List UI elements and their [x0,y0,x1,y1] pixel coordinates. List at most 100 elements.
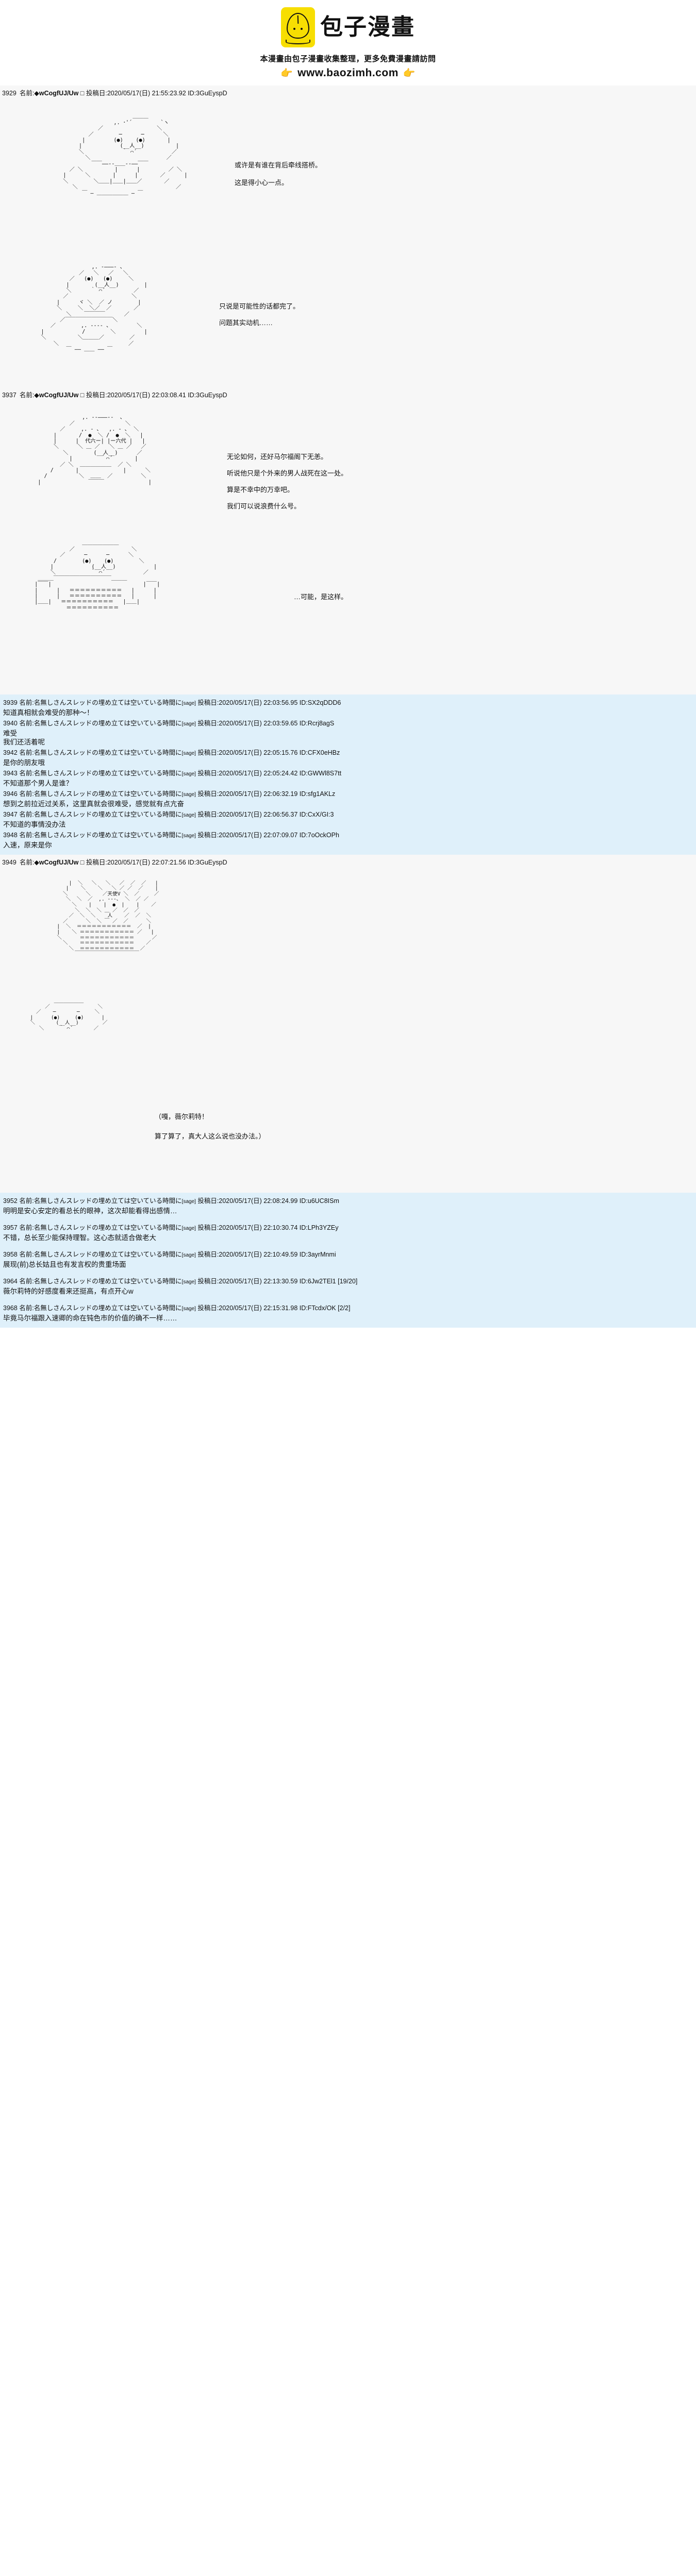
comment-name-label: 名前: [19,1197,34,1205]
comment-name-label: 名前: [19,749,34,756]
logo-text: 包子漫畫 [320,14,415,40]
comment-date: 2020/05/17(日) 22:06:56.37 [219,811,298,818]
comment-name-label: 名前: [19,790,34,798]
pointing-right-hand-icon-right: 👉 [403,68,416,79]
comment-body: 展现(前)总长姑且也有发言权的贵重场面 [3,1260,693,1269]
comment-line: 知道真相就会难受的那种～！ [3,709,94,717]
comment-date: 2020/05/17(日) 22:06:32.19 [219,790,298,798]
comment-name-label: 名前: [19,1304,34,1312]
sage-tag: [sage] [181,751,196,756]
comment-item: 3947 名前:名無しさんスレッドの埋め立ては空いている時間に[sage] 投稿… [0,809,696,830]
post-id: ID:3GuEyspD [188,90,227,97]
comment-item: 3942 名前:名無しさんスレッドの埋め立ては空いている時間に[sage] 投稿… [0,748,696,768]
post-date-label: 投稿日: [86,392,107,399]
aa-panel-2: ,. -―――- 、 ／ ＼ ／ ＼ ／ (●) (●) ＼ | (__人__)… [0,259,696,382]
comment-date-label: 投稿日: [197,790,219,798]
comment-id: ID:LPh3YZEy [299,1224,339,1231]
comment-header: 3947 名前:名無しさんスレッドの埋め立ては空いている時間に[sage] 投稿… [3,810,693,820]
comment-author: 名無しさんスレッドの埋め立ては空いている時間に [34,1197,182,1205]
comment-item: 3964 名前:名無しさんスレッドの埋め立ては空いている時間に[sage] 投稿… [0,1276,696,1297]
comment-author: 名無しさんスレッドの埋め立ては空いている時間に [34,832,182,839]
comment-line: 是你的朋友哦 [3,759,45,767]
comment-author: 名無しさんスレッドの埋め立ては空いている時間に [34,1224,182,1231]
comment-name-label: 名前: [19,1278,34,1285]
comment-author: 名無しさんスレッドの埋め立ては空いている時間に [34,790,182,798]
comment-item: 3957 名前:名無しさんスレッドの埋め立ては空いている時間に[sage] 投稿… [0,1223,696,1243]
comment-header: 3968 名前:名無しさんスレッドの埋め立ては空いている時間に[sage] 投稿… [3,1304,693,1313]
comment-date: 2020/05/17(日) 22:15:31.98 [219,1304,298,1312]
speech-line: 听说他只是个外来的男人战死在这一处。 [227,469,348,477]
comment-number: 3939 [3,699,18,706]
comment-name-label: 名前: [19,1224,34,1231]
comment-line: 薇尔莉特的好感度看来还挺高，有点开心w [3,1287,134,1295]
comment-date: 2020/05/17(日) 22:13:30.59 [219,1278,298,1285]
site-url[interactable]: www.baozimh.com [297,67,399,79]
comment-number: 3942 [3,749,18,756]
comment-author: 名無しさんスレッドの埋め立ては空いている時間に [34,1251,182,1258]
comment-date: 2020/05/17(日) 22:03:59.65 [219,720,298,727]
comment-line: 展现(前)总长姑且也有发言权的贵重场面 [3,1261,126,1268]
comment-header: 3943 名前:名無しさんスレッドの埋め立ては空いている時間に[sage] 投稿… [3,769,693,778]
comment-date: 2020/05/17(日) 22:08:24.99 [219,1197,298,1205]
comment-id: ID:FTcdx/OK [299,1304,336,1312]
comment-date: 2020/05/17(日) 22:05:15.76 [219,749,298,756]
comment-body: 想到之前拉近过关系，这里真就会很难受，感觉就有点亢奋 [3,799,693,808]
aa-panel-4: ＿＿＿＿＿＿＿ ／ ＼ ／ ─ ─ ＼ / (●) (●) ＼ | (__人__… [0,535,696,689]
comment-id: ID:3ayrMnmi [299,1251,336,1258]
comment-date-label: 投稿日: [197,832,219,839]
comment-body: 难受 我们还活着呢 [3,728,693,747]
logo-row: 包子漫畫 [0,7,696,47]
comment-date-label: 投稿日: [197,1304,219,1312]
speech-line: …可能，是这样。 [294,593,348,601]
comment-line: 不错，总长至少能保持理智。这心态就适合做老大 [3,1234,156,1242]
comment-name-label: 名前: [19,811,34,818]
comment-name-label: 名前: [19,720,34,727]
comment-group-2: 3952 名前:名無しさんスレッドの埋め立ては空いている時間に[sage] 投稿… [0,1193,696,1328]
comment-header: 3948 名前:名無しさんスレッドの埋め立ては空いている時間に[sage] 投稿… [3,831,693,840]
sage-tag: [sage] [181,1226,196,1231]
comment-body: 毕竟马尔福跟入速卿的命在钝色市的价值的确不一样…… [3,1313,693,1323]
comment-line: 我们还活着呢 [3,738,45,746]
comment-line: 明明是安心安定的看总长的眼神，这次却能看得出感情… [3,1207,177,1215]
post-number: 3929 [2,90,16,97]
comment-body: 是你的朋友哦 [3,758,693,767]
post-mark: □ [80,859,85,866]
ascii-art: ＿＿＿ ,. ･'´ `ヽ ／ ＼ ／ ─ ─ ＼ | (●) (●) [63,114,188,196]
sage-tag: [sage] [181,771,196,777]
comment-number: 3947 [3,811,18,818]
site-banner: 包子漫畫 本漫畫由包子漫畫收集整理，更多免費漫畫請訪問 👉 www.baozim… [0,0,696,86]
comment-header: 3957 名前:名無しさんスレッドの埋め立ては空いている時間に[sage] 投稿… [3,1224,693,1233]
aa-panel-1: ＿＿＿ ,. ･'´ `ヽ ／ ＼ ／ ─ ─ ＼ | (●) (●) [0,99,696,259]
banner-url-row: 👉 www.baozimh.com 👉 [0,67,696,79]
comment-id: ID:SX2qDDD6 [299,699,341,706]
post-author[interactable]: ◆wCogfUJ/Uw [34,859,79,866]
post-date: 2020/05/17(日) 22:03:08.41 [107,392,186,399]
comment-header: 3964 名前:名無しさんスレッドの埋め立ては空いている時間に[sage] 投稿… [3,1277,693,1286]
comment-line: 想到之前拉近过关系，这里真就会很难受，感觉就有点亢奋 [3,800,184,808]
comment-body: 不错，总长至少能保持理智。这心态就适合做老大 [3,1233,693,1242]
post-author[interactable]: ◆wCogfUJ/Uw [34,392,79,399]
comment-number: 3948 [3,832,18,839]
speech-line: 或许是有谁在背后牵线搭桥。 [235,161,322,169]
comment-number: 3968 [3,1304,18,1312]
comment-body: 薇尔莉特的好感度看来还挺高，有点开心w [3,1286,693,1296]
comment-date-label: 投稿日: [197,1278,219,1285]
comment-name-label: 名前: [19,699,34,706]
comment-item: 3958 名前:名無しさんスレッドの埋め立ては空いている時間に[sage] 投稿… [0,1249,696,1270]
comment-body: 入速，原来是你 [3,840,693,850]
comment-date-label: 投稿日: [197,1197,219,1205]
ascii-art: ,. --―――-- 、 ／ ＼ ／ ,. ‐ ､ ,. ‐ ､ ＼ | / ●… [38,415,152,485]
post-date: 2020/05/17(日) 22:07:21.56 [107,859,186,866]
comment-number: 3943 [3,770,18,777]
comment-name-label: 名前: [19,832,34,839]
comment-author: 名無しさんスレッドの埋め立ては空いている時間に [34,699,182,706]
comment-group-1: 3939 名前:名無しさんスレッドの埋め立ては空いている時間に[sage] 投稿… [0,694,696,855]
comment-date: 2020/05/17(日) 22:07:09.07 [219,832,298,839]
speech-line: 只说是可能性的话都完了。 [219,302,300,310]
post-author[interactable]: ◆wCogfUJ/Uw [34,90,79,97]
comment-author: 名無しさんスレッドの埋め立ては空いている時間に [34,720,182,727]
ascii-art: ,. -―――- 、 ／ ＼ ／ ＼ ／ (●) (●) ＼ | (__人__)… [41,264,147,353]
comment-date-label: 投稿日: [197,720,219,727]
